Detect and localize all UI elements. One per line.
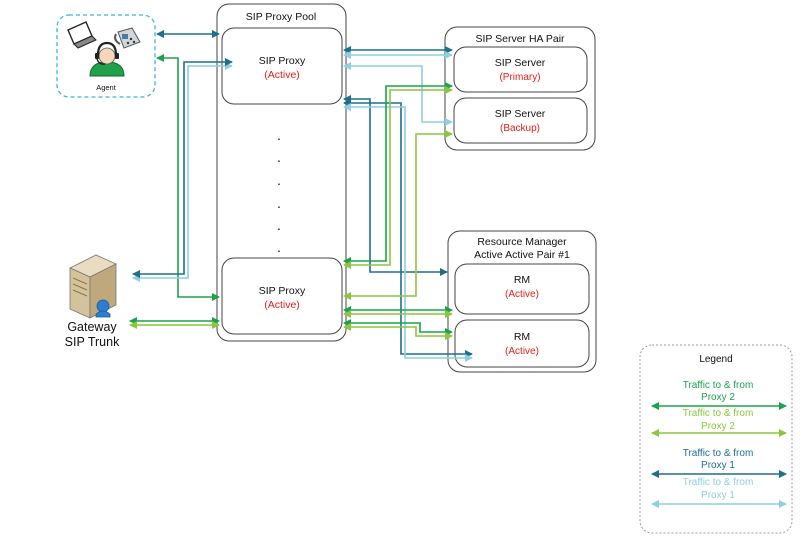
sip-server-backup-status: (Backup) (500, 123, 540, 134)
arrow-gateway-proxy1-dark (132, 58, 233, 278)
sip-proxy-bottom-status: (Active) (264, 299, 300, 311)
pool-dot: . (277, 239, 281, 255)
sip-server-primary-name: SIP Server (495, 57, 546, 69)
legend-item-3-line1: Traffic to & from (683, 448, 754, 459)
gateway-label-line1: Gateway (67, 320, 117, 334)
legend-item-1-line2: Proxy 2 (701, 392, 735, 403)
rm1-name: RM (514, 274, 530, 286)
legend-item-4-line1: Traffic to & from (683, 477, 754, 488)
laptop-icon (67, 21, 97, 49)
pool-dot: . (277, 195, 281, 211)
pool-dot: . (277, 127, 281, 143)
arrow-proxy2-primary-dark (343, 82, 453, 265)
rm2-name: RM (514, 331, 530, 343)
rm-pair-title-line1: Resource Manager (477, 236, 567, 248)
sip-server-primary-status: (Primary) (499, 72, 540, 83)
sip-server-backup-name: SIP Server (495, 108, 546, 120)
arrow-proxy1-backup-light (343, 62, 453, 126)
rm2-status: (Active) (505, 346, 539, 357)
arrow-proxy2-rm2-light (343, 323, 453, 340)
sip-proxy-top-status: (Active) (264, 69, 300, 81)
connections (129, 30, 473, 362)
legend-title: Legend (699, 354, 732, 365)
legend-box (639, 344, 793, 534)
agent-label: Agent (96, 83, 117, 92)
arrow-proxy1-rm1 (343, 95, 448, 276)
agent-person-icon (89, 41, 125, 77)
legend-item-3-line2: Proxy 1 (701, 460, 735, 471)
legend-item-1-line1: Traffic to & from (683, 380, 754, 391)
sip-proxy-bottom-name: SIP Proxy (259, 285, 306, 297)
arrow-proxy2-primary-light (343, 86, 453, 269)
legend-item-4-line2: Proxy 1 (701, 490, 735, 501)
gateway-server-icon (69, 254, 117, 319)
agent-box (56, 14, 156, 98)
phone-icon (114, 27, 141, 49)
rm1-status: (Active) (505, 289, 539, 300)
sip-proxy-bottom-box (221, 257, 343, 335)
ha-pair-title: SIP Server HA Pair (475, 33, 565, 45)
sip-server-primary-box (453, 46, 588, 93)
rm2-box (454, 319, 590, 368)
pool-title: SIP Proxy Pool (246, 11, 316, 23)
rm-pair-title-line2: Active Active Pair #1 (474, 249, 570, 261)
pool-dot: . (277, 217, 281, 233)
sip-server-backup-box (453, 97, 588, 144)
gateway-label-line2: SIP Trunk (65, 335, 120, 349)
arrow-proxy2-backup-light (343, 130, 453, 300)
pool-dot: . (277, 172, 281, 188)
pool-dot: . (277, 149, 281, 165)
legend-item-2-line1: Traffic to & from (683, 408, 754, 419)
legend-item-2-line2: Proxy 2 (701, 421, 735, 432)
sip-proxy-top-name: SIP Proxy (259, 55, 306, 67)
